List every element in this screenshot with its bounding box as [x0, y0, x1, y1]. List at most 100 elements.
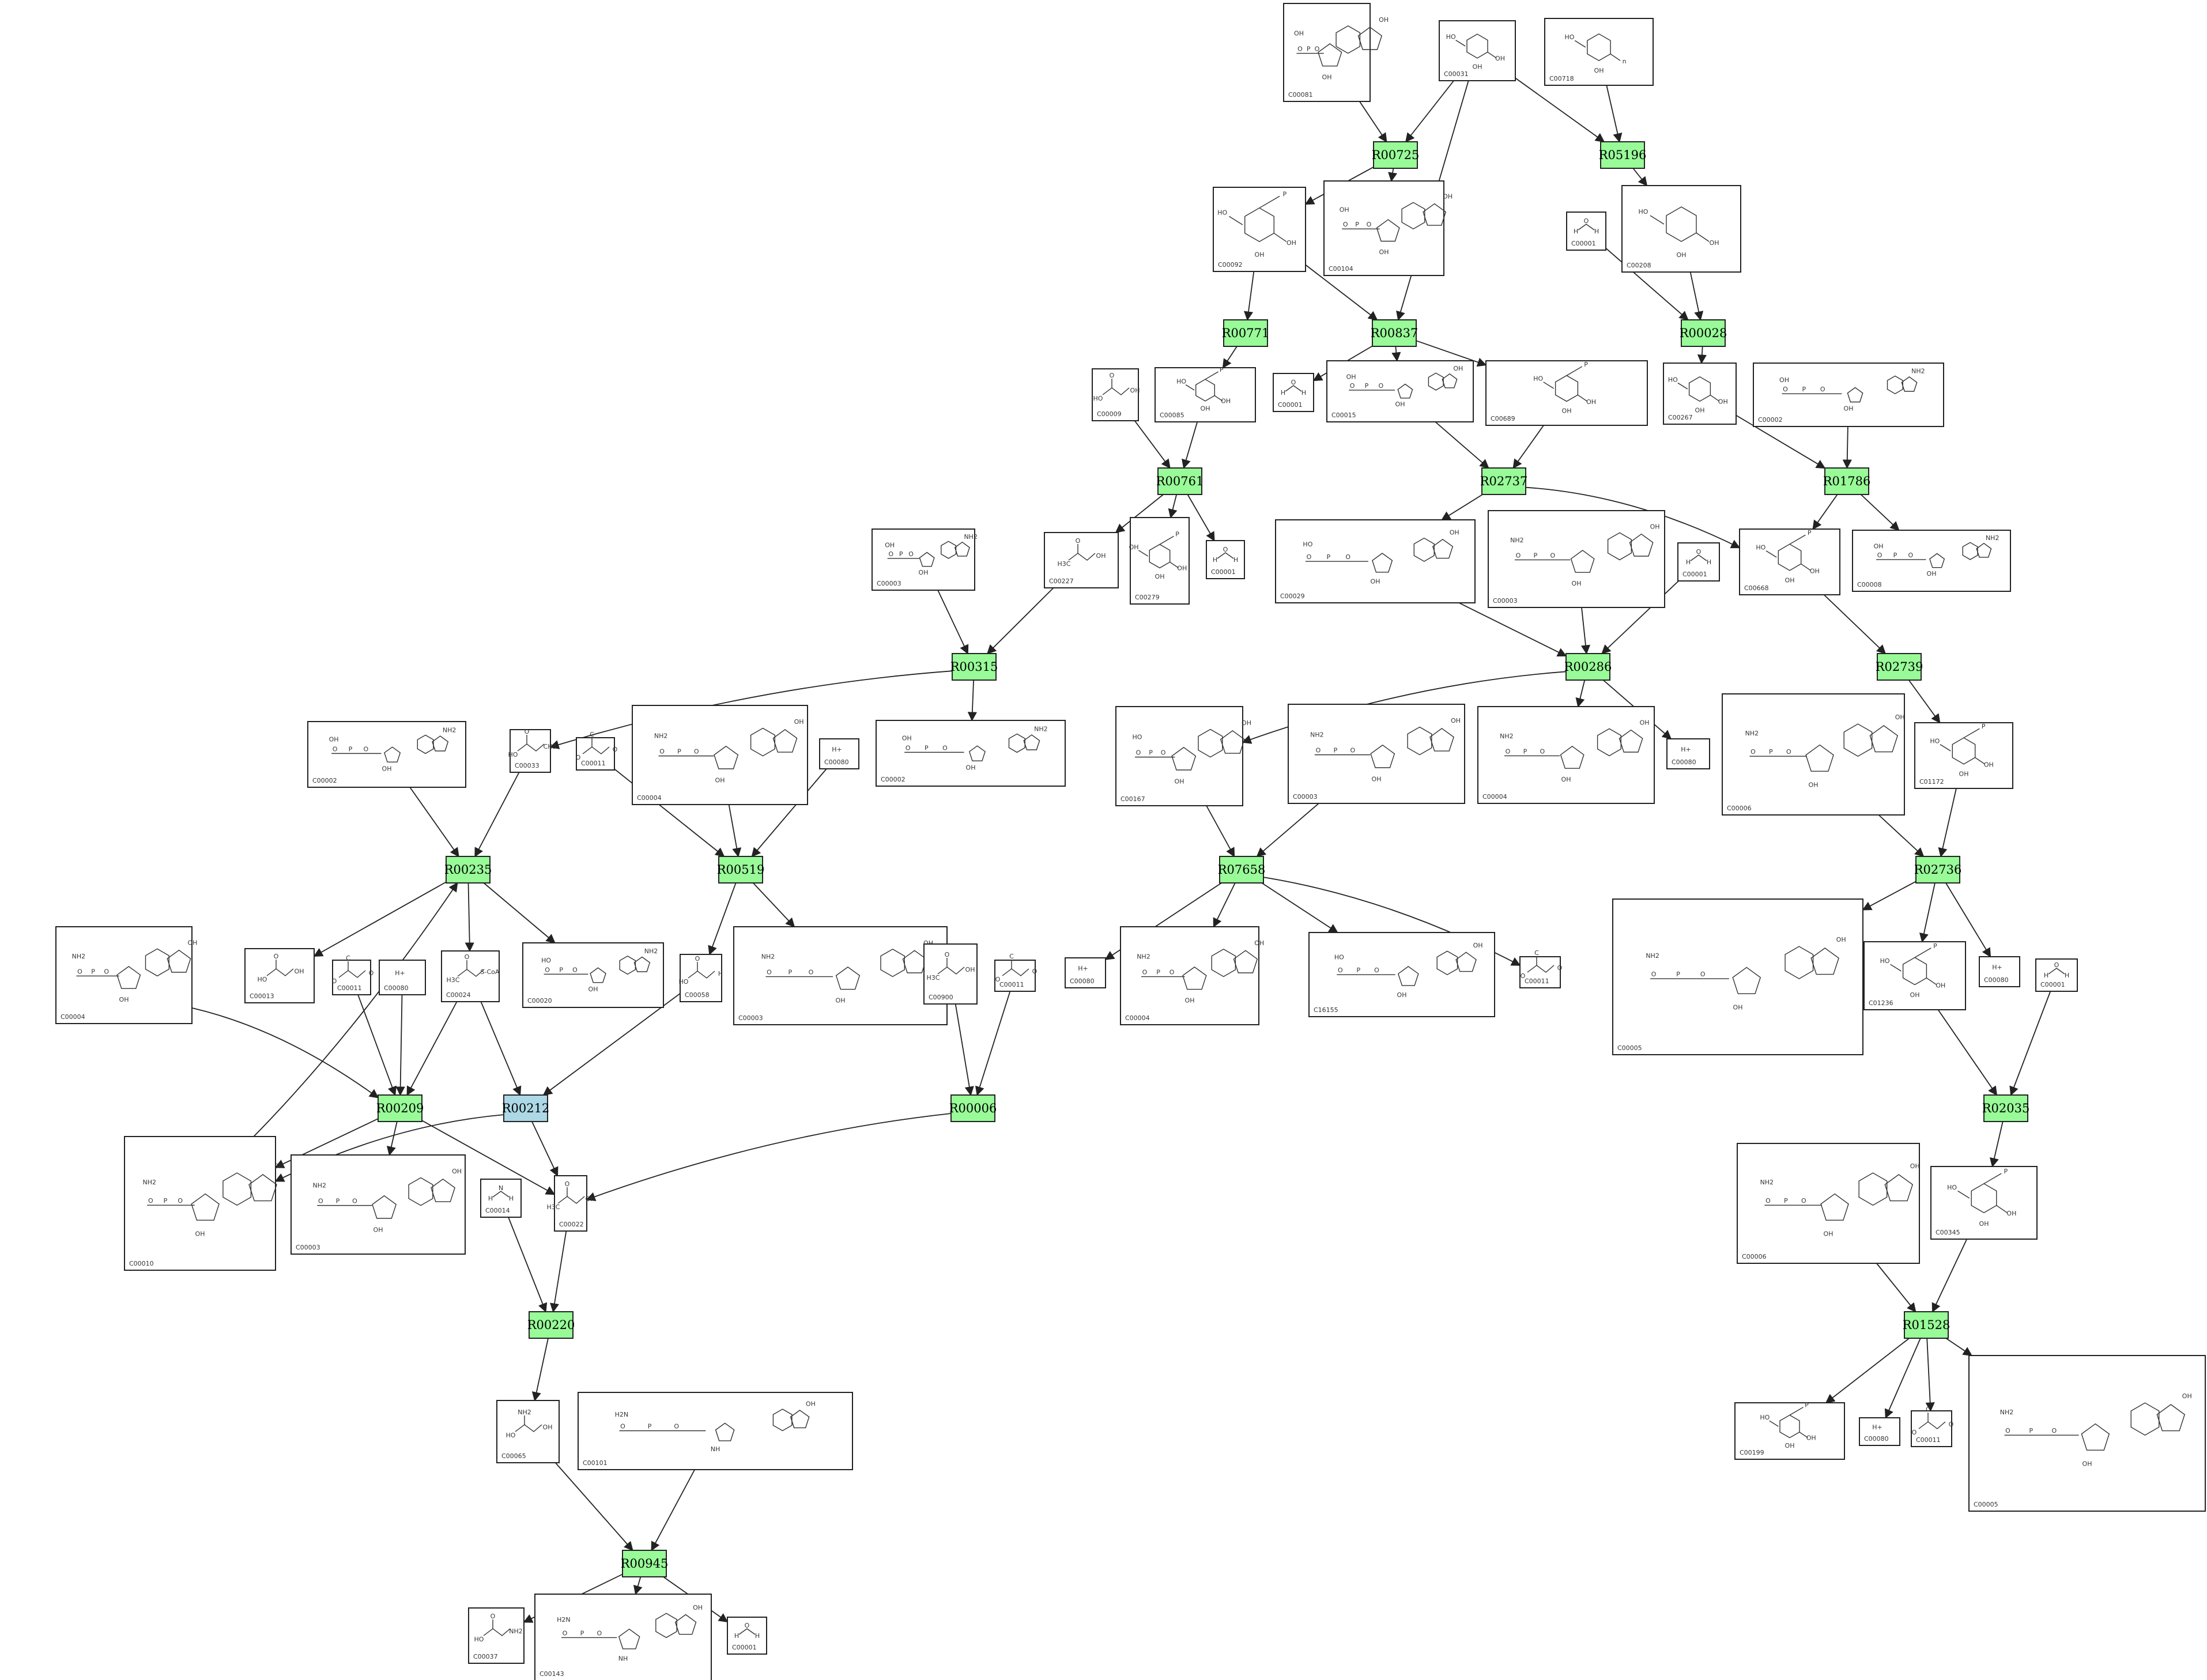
reaction-box: [718, 856, 763, 884]
compound-node[interactable]: H+C00080: [1859, 1417, 1900, 1446]
reaction-node[interactable]: R00837: [1371, 319, 1418, 347]
reaction-node[interactable]: R00761: [1156, 467, 1204, 495]
compound-node[interactable]: H+C00080: [1979, 956, 2020, 987]
reaction-node[interactable]: R00028: [1680, 319, 1727, 347]
compound-id-label: C00081: [1288, 91, 1313, 99]
reaction-node[interactable]: R02736: [1914, 856, 1962, 884]
compound-node[interactable]: H+C00080: [1065, 957, 1106, 988]
reaction-node[interactable]: R00725: [1372, 141, 1420, 169]
atom-label-center: OH: [1572, 580, 1582, 587]
atom-label-center: H+: [1872, 1424, 1882, 1431]
reaction-node[interactable]: R00286: [1564, 653, 1612, 681]
reaction-node[interactable]: R02737: [1480, 467, 1528, 495]
edge-R01786-to-c22: [1812, 494, 1838, 530]
reaction-node[interactable]: R00212: [502, 1094, 550, 1122]
compound-node[interactable]: H+C00080: [1666, 738, 1710, 769]
reaction-node[interactable]: R00235: [444, 856, 492, 884]
atom-label-left: NH2: [1137, 953, 1150, 961]
reaction-node[interactable]: R00315: [950, 653, 998, 681]
atom-label-right: OH: [1443, 192, 1453, 200]
reaction-node[interactable]: R00519: [717, 856, 765, 884]
compound-node[interactable]: H+C00080: [819, 738, 859, 769]
reaction-node[interactable]: R00945: [621, 1550, 669, 1577]
reaction-node[interactable]: R02739: [1876, 653, 1923, 681]
reaction-node[interactable]: R02035: [1982, 1094, 2030, 1122]
backbone-atom-label: O: [1651, 971, 1657, 978]
reaction-node[interactable]: R05196: [1599, 141, 1647, 169]
reaction-node[interactable]: R00006: [949, 1094, 997, 1122]
backbone-atom-label: O: [572, 966, 578, 973]
reaction-node[interactable]: R01528: [1903, 1311, 1951, 1339]
reaction-node[interactable]: R00220: [527, 1311, 575, 1339]
reaction-node[interactable]: R01786: [1823, 467, 1871, 495]
compound-node[interactable]: H+C00080: [379, 960, 426, 995]
reaction-node[interactable]: R07658: [1218, 856, 1266, 884]
edge-R00315-to-c25: [549, 670, 953, 749]
reaction-node[interactable]: R00209: [376, 1094, 424, 1122]
reaction-node[interactable]: R00771: [1222, 319, 1270, 347]
